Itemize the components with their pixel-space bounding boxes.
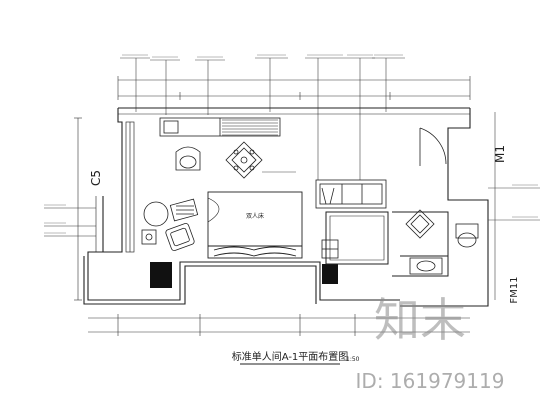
top-leader-note-placeholders [122,54,403,58]
bath-medallion [405,209,435,239]
tv-cabinet [159,117,281,137]
right-leader-lines [488,112,540,300]
nightstand-left [150,262,172,288]
window-frame [125,121,135,253]
louver-hatch [222,119,278,136]
bottom-dimension-lines [88,314,470,336]
lounge-chair [165,223,195,251]
watermark-logo: 知末 [374,293,466,347]
carpet-medallion [225,141,263,179]
drawing-title: 标准单人间A-1平面布置图 [232,350,349,363]
nightstands [150,262,338,288]
vanity-basin [409,257,443,275]
bathroom-walls [325,211,449,277]
room-tag-m1: M1 [493,145,507,163]
watermark-id: ID: 161979119 [356,369,505,393]
desk-chair [169,198,199,222]
wardrobe [315,179,387,209]
top-leader-lines [120,57,405,180]
double-bed [207,191,303,259]
exterior-walls [83,107,489,307]
armchair [175,146,201,171]
bed-label: 双人床 [246,212,264,220]
room-tag-fm11: FM11 [509,276,520,303]
right-leader-note-placeholders [512,184,538,218]
room-tag-c5: C5 [89,170,103,186]
left-leader-note-placeholders [44,204,66,234]
nightstand-right [322,264,338,284]
round-side-table [143,201,169,227]
entry-door [419,127,447,166]
left-dimension-lines [44,117,96,301]
top-dimension-lines [117,76,471,100]
toilet [455,223,479,248]
side-table-small [141,229,157,245]
drawing-scale: 1:50 [346,356,360,363]
